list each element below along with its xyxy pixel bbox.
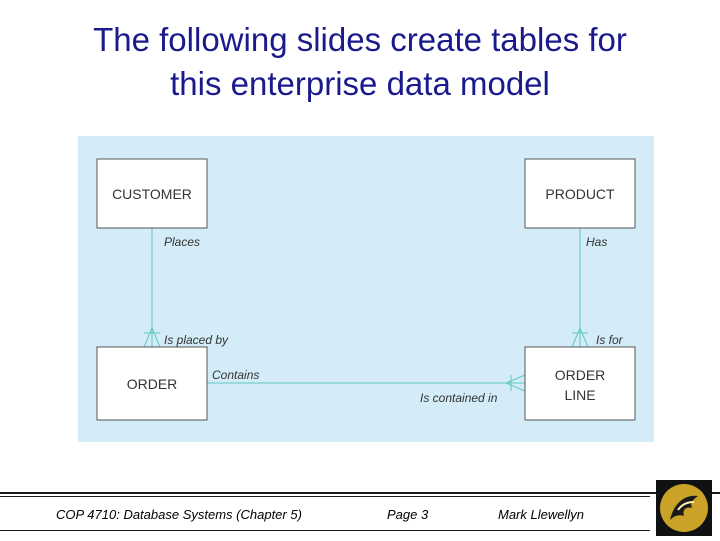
- rel-places-label: Places: [164, 235, 200, 249]
- entity-product-label: PRODUCT: [545, 186, 615, 202]
- footer-rule-bottom: [0, 530, 650, 531]
- footer-course: COP 4710: Database Systems (Chapter 5): [56, 507, 302, 522]
- connectors: [143, 228, 589, 392]
- entity-product: [524, 158, 636, 229]
- rel-is-contained-in-label: Is contained in: [420, 391, 498, 405]
- rel-contains-label: Contains: [212, 368, 259, 382]
- entity-customer: [96, 158, 208, 229]
- er-diagram-canvas: CUSTOMER PRODUCT ORDER ORDER LINE Places…: [96, 158, 636, 421]
- slide-title: The following slides create tables for t…: [20, 18, 700, 106]
- entity-order-label: ORDER: [127, 376, 178, 392]
- rel-has-label: Has: [586, 235, 607, 249]
- rel-is-placed-by-label: Is placed by: [164, 333, 229, 347]
- orderline-crowfoot-top-icon: [571, 326, 589, 348]
- er-diagram: CUSTOMER PRODUCT ORDER ORDER LINE Places…: [78, 136, 654, 442]
- entity-order-line-label-2: LINE: [564, 387, 595, 403]
- pegasus-logo-icon: [656, 480, 712, 536]
- orderline-crowfoot-side-icon: [504, 374, 526, 392]
- rel-is-for-label: Is for: [596, 333, 624, 347]
- slide-title-line-2: this enterprise data model: [170, 65, 550, 102]
- footer-divider: [0, 492, 720, 494]
- footer-author: Mark Llewellyn: [498, 507, 584, 522]
- footer-page: Page 3: [387, 507, 429, 522]
- slide-title-line-1: The following slides create tables for: [93, 21, 627, 58]
- footer-rule-top: [0, 496, 650, 497]
- order-crowfoot-icon: [143, 326, 161, 348]
- entity-order: [96, 346, 208, 421]
- entity-order-line-label-1: ORDER: [555, 367, 606, 383]
- entity-order-line: [524, 346, 636, 421]
- entity-customer-label: CUSTOMER: [112, 186, 192, 202]
